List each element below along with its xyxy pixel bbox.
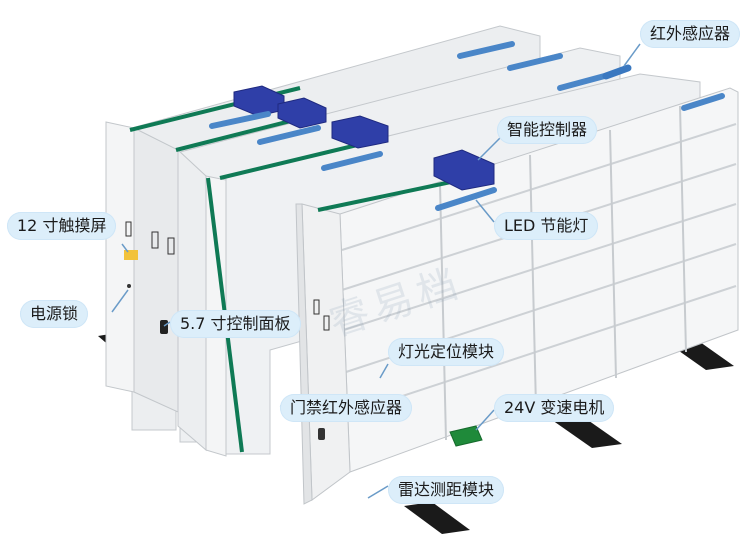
shelf-divider — [609, 129, 617, 379]
motor-module — [449, 425, 483, 447]
label-led-lamp: LED 节能灯 — [494, 212, 599, 240]
handle-slot — [167, 237, 175, 255]
leader-line — [477, 137, 501, 161]
led-tube — [457, 41, 515, 59]
touchscreen-module — [124, 250, 138, 260]
shelf-board — [347, 285, 737, 415]
power-lock-keyhole — [127, 284, 131, 288]
top-rail — [219, 138, 379, 180]
label-radar-ranging: 雷达测距模块 — [388, 476, 505, 504]
led-tube — [321, 151, 383, 171]
label-smart-controller: 智能控制器 — [497, 116, 598, 144]
control-panel-knob — [160, 320, 168, 334]
left-end-cabinet — [105, 121, 179, 413]
label-power-lock: 电源锁 — [20, 300, 89, 328]
floor-rail — [552, 416, 622, 448]
label-infrared-sensor: 红外感应器 — [640, 20, 741, 48]
handle-slot — [323, 315, 330, 331]
leader-lines — [111, 43, 641, 499]
floor-rail — [404, 502, 470, 534]
leader-line — [379, 363, 389, 379]
end-panel-face — [177, 148, 207, 452]
shelf-dividers — [439, 105, 687, 441]
shelf-board — [343, 203, 737, 331]
leader-line — [111, 289, 129, 313]
shelf-divider — [679, 105, 687, 353]
label-touchscreen: 12 寸触摸屏 — [7, 212, 117, 240]
led-tube — [435, 187, 497, 211]
led-tube — [257, 125, 321, 145]
leader-line — [121, 243, 129, 253]
leader-line — [367, 485, 389, 499]
door-lock — [318, 428, 325, 440]
controller-box — [277, 97, 327, 129]
led-tube — [681, 93, 725, 111]
end-panel-face — [133, 127, 179, 413]
controller-box — [331, 115, 389, 149]
top-rail — [317, 176, 471, 212]
leader-line — [475, 409, 495, 431]
led-tube — [507, 53, 563, 71]
shelf-board — [341, 123, 737, 251]
handle-slot — [313, 299, 320, 315]
label-light-positioning: 灯光定位模块 — [388, 338, 505, 366]
infrared-sensor-tube — [602, 64, 632, 80]
leader-line — [623, 43, 641, 67]
label-door-infrared: 门禁红外感应器 — [280, 394, 413, 422]
leader-line — [475, 199, 495, 223]
label-control-panel: 5.7 寸控制面板 — [170, 310, 301, 338]
handle-slot — [151, 231, 159, 249]
led-tube — [209, 111, 271, 129]
leader-line — [163, 321, 171, 327]
shelf-divider — [439, 183, 447, 441]
label-motor: 24V 变速电机 — [494, 394, 615, 422]
shelf-boards — [341, 123, 737, 415]
handle-slot — [125, 221, 132, 237]
shelf-divider — [529, 154, 537, 409]
